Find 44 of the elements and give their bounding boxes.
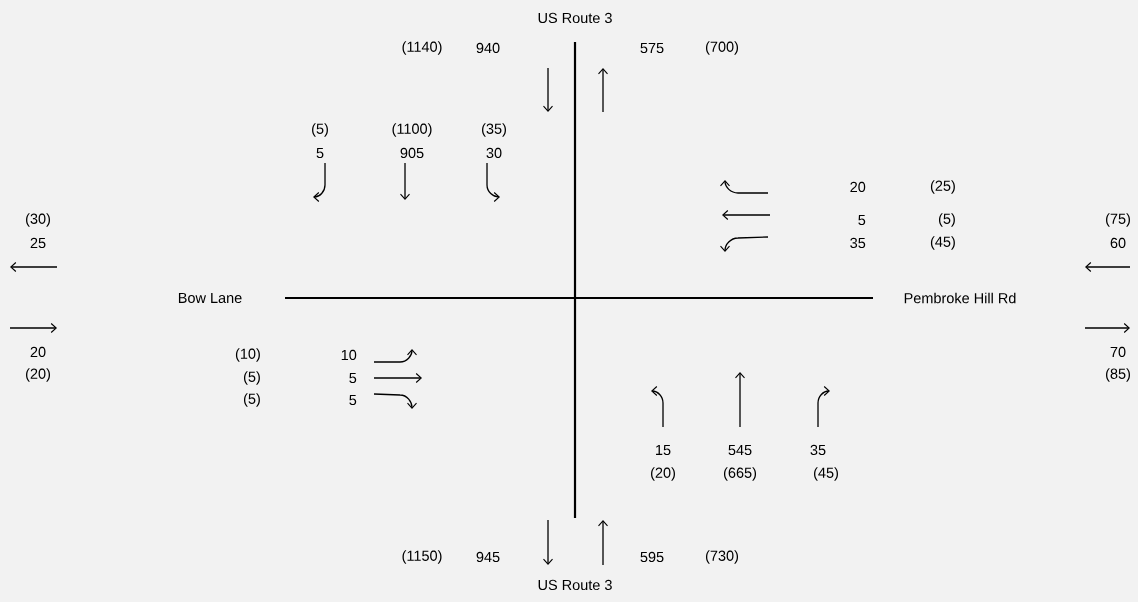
street-name: Bow Lane <box>178 292 242 304</box>
traffic-count: (35) <box>482 123 506 137</box>
traffic-count: (5) <box>244 393 260 407</box>
traffic-count: 20 <box>850 181 866 193</box>
traffic-count: (25) <box>930 180 955 194</box>
traffic-count: 5 <box>349 394 357 406</box>
traffic-count: (700) <box>705 41 739 55</box>
traffic-count: 10 <box>341 349 357 361</box>
traffic-count: (45) <box>930 236 955 250</box>
street-name: US Route 3 <box>538 579 612 591</box>
traffic-count: 545 <box>728 444 752 456</box>
street-name: Pembroke Hill Rd <box>904 292 1016 304</box>
traffic-count: 5 <box>858 214 866 226</box>
traffic-count: (1100) <box>392 123 432 137</box>
traffic-count: (5) <box>244 371 260 385</box>
traffic-count: 945 <box>476 551 500 563</box>
traffic-count: 60 <box>1110 237 1126 249</box>
traffic-count: (5) <box>312 123 328 137</box>
traffic-count: 30 <box>486 147 502 159</box>
traffic-count: (1140) <box>402 41 442 55</box>
traffic-count: 5 <box>349 372 357 384</box>
traffic-count: 70 <box>1110 346 1126 358</box>
traffic-count: (20) <box>26 368 50 382</box>
traffic-count: 5 <box>316 147 324 159</box>
traffic-count: (75) <box>1106 213 1130 227</box>
traffic-count: 15 <box>656 444 671 456</box>
traffic-count: 940 <box>476 42 500 54</box>
traffic-count: (10) <box>235 348 260 362</box>
traffic-count: (45) <box>814 467 838 481</box>
traffic-count: (1150) <box>402 550 442 564</box>
street-name: US Route 3 <box>538 12 612 24</box>
traffic-count: 35 <box>810 444 826 456</box>
traffic-count: 905 <box>400 147 424 159</box>
traffic-count: (20) <box>651 467 675 481</box>
traffic-count: 20 <box>30 346 46 358</box>
traffic-count: (730) <box>705 550 739 564</box>
traffic-count: 595 <box>640 551 664 563</box>
traffic-count: 25 <box>30 237 46 249</box>
traffic-count: (85) <box>1106 368 1130 382</box>
traffic-count: 35 <box>850 237 866 249</box>
traffic-count: (30) <box>26 213 50 227</box>
traffic-count: 575 <box>640 42 664 54</box>
traffic-count: (5) <box>938 213 955 227</box>
traffic-count: (665) <box>723 467 757 481</box>
